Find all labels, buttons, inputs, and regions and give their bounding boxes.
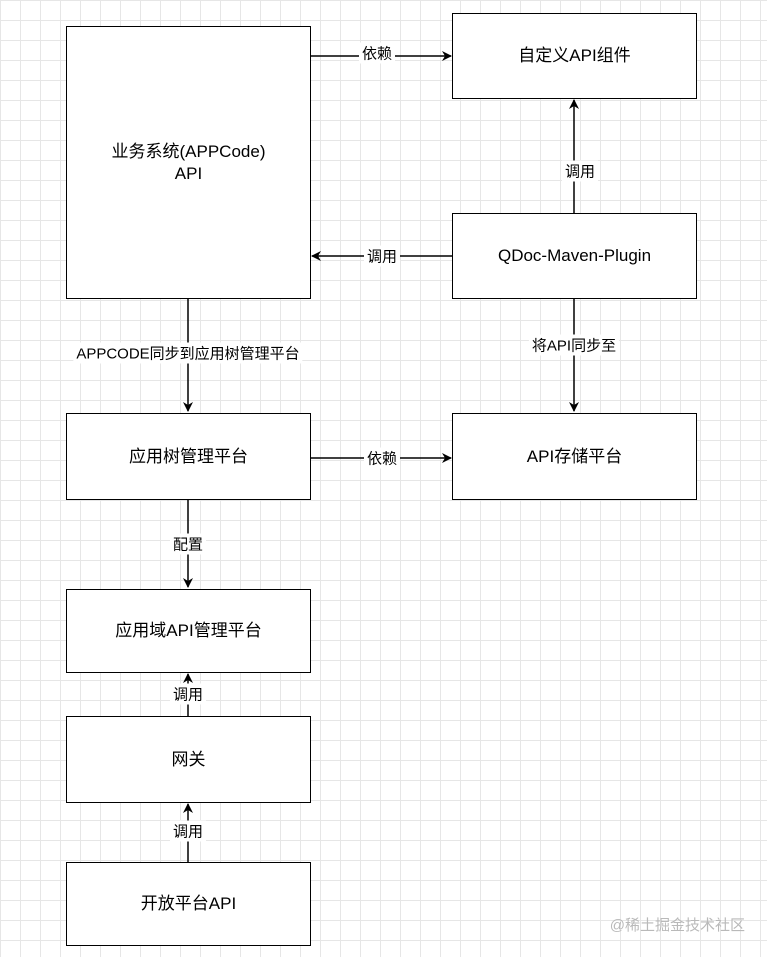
node-business-system-api: 业务系统(APPCode) API <box>66 26 311 299</box>
watermark: @稀土掘金技术社区 <box>609 917 745 934</box>
node-api-storage-platform: API存储平台 <box>452 413 697 500</box>
edge-label-business-to-custom: 依赖 <box>358 42 396 64</box>
edge-label-qdoc-to-business: 调用 <box>363 245 401 267</box>
edge-label-tree-to-domain: 配置 <box>169 533 207 555</box>
edge-label-tree-to-storage: 依赖 <box>363 447 401 469</box>
node-app-tree-platform: 应用树管理平台 <box>66 413 311 500</box>
edge-label-gateway-to-domain: 调用 <box>169 683 207 705</box>
node-open-platform-api: 开放平台API <box>66 862 311 946</box>
node-qdoc-maven-plugin: QDoc-Maven-Plugin <box>452 213 697 299</box>
edge-label-open-to-gateway: 调用 <box>169 820 207 842</box>
edge-label-qdoc-to-storage: 将API同步至 <box>528 334 620 356</box>
edge-label-qdoc-to-custom: 调用 <box>561 160 599 182</box>
node-app-domain-api-platform: 应用域API管理平台 <box>66 589 311 673</box>
node-custom-api-component: 自定义API组件 <box>452 13 697 99</box>
node-gateway: 网关 <box>66 716 311 803</box>
edge-label-business-to-tree: APPCODE同步到应用树管理平台 <box>73 342 303 364</box>
